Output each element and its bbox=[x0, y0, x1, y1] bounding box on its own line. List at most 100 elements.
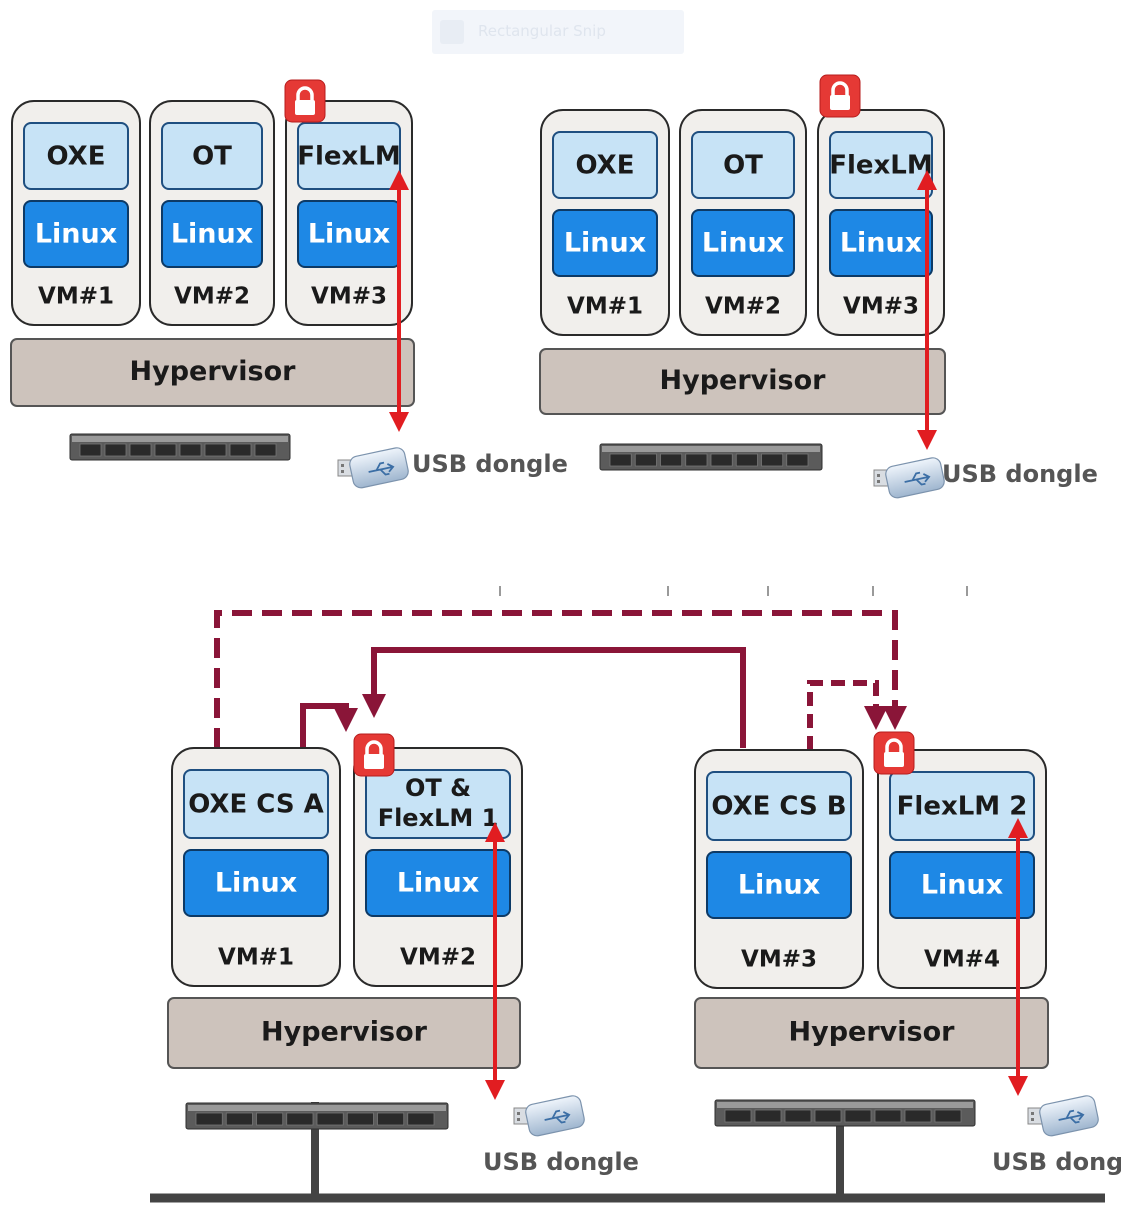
b-hypervisor-1-label: Hypervisor bbox=[261, 1017, 428, 1048]
tl-server-drive-bay bbox=[229, 443, 252, 457]
b-lock-icon-2-shackle bbox=[885, 738, 903, 753]
tr-lock-icon-shackle bbox=[831, 81, 849, 96]
b-server-2-drive-bay bbox=[724, 1109, 752, 1123]
b-usb-dongle-icon-2 bbox=[1027, 1095, 1099, 1137]
tr-lock-icon bbox=[819, 74, 861, 118]
b-lock-icon-2-body bbox=[884, 752, 904, 767]
tl-vm3-app-label: FlexLM bbox=[297, 142, 401, 172]
tr-hypervisor-label: Hypervisor bbox=[660, 365, 827, 396]
b-usb-dongle-icon-2-usb-icon bbox=[1058, 1109, 1085, 1124]
snip-icon bbox=[440, 20, 464, 44]
tl-vm1-app-box bbox=[23, 122, 129, 190]
b-server-1-drive-bay bbox=[286, 1112, 314, 1126]
tr-usb-dongle-icon-plug-pin bbox=[877, 480, 880, 483]
tr-server-top-strip bbox=[602, 446, 820, 452]
b-server-1-drive-bay bbox=[377, 1112, 405, 1126]
b-vm3-linux-label: Linux bbox=[738, 870, 820, 901]
b-server-2-drive-bay bbox=[934, 1109, 962, 1123]
b-hypervisor-2-label: Hypervisor bbox=[789, 1017, 956, 1048]
tr-vm2-app-box bbox=[691, 131, 795, 199]
tr-usb-dongle-icon-plug-pin bbox=[877, 474, 880, 477]
tr-server bbox=[599, 443, 823, 471]
b-vm1-vm-label: VM#1 bbox=[218, 945, 294, 971]
tr-lock-icon-body bbox=[830, 95, 850, 110]
b-vm2-linux-label: Linux bbox=[397, 868, 479, 899]
link-solid-csa-flexlm1 bbox=[300, 703, 358, 752]
b-server-1-drive-bay bbox=[195, 1112, 223, 1126]
tr-server-drive-bay bbox=[735, 453, 758, 467]
tr-usb-dongle-icon-body bbox=[885, 457, 945, 499]
tl-vm3-app-box bbox=[297, 122, 401, 190]
b-usb-dongle-icon-1-plug-pin bbox=[517, 1118, 520, 1121]
tl-server-drive-bay bbox=[179, 443, 202, 457]
b-hypervisor-1: Hypervisor bbox=[167, 997, 521, 1069]
tr-server-drive-bay bbox=[685, 453, 708, 467]
tl-usb-dongle-icon-plug-pin bbox=[341, 470, 344, 473]
b-vm2-app-box bbox=[365, 769, 511, 839]
diagram-top-right: OXELinuxVM#1OTLinuxVM#2FlexLMLinuxVM#3Hy… bbox=[539, 74, 1098, 499]
snip-watermark-label: Rectangular Snip bbox=[478, 22, 606, 40]
tl-server-drive-bay bbox=[104, 443, 127, 457]
tr-vm1-app-box bbox=[552, 131, 658, 199]
b-lock-icon-1-shackle bbox=[365, 740, 383, 755]
b-vm2-linux-box bbox=[365, 849, 511, 917]
tl-vm1-linux-label: Linux bbox=[35, 219, 117, 250]
tl-vm2-vm-label: VM#2 bbox=[174, 284, 250, 310]
b-server-1-drive-bay bbox=[316, 1112, 344, 1126]
b-server-1-drive-bay bbox=[346, 1112, 374, 1126]
tl-vm2-linux-label: Linux bbox=[171, 219, 253, 250]
tl-server-drive-bay bbox=[254, 443, 277, 457]
link-dashed-csa-flexlm2 bbox=[214, 610, 907, 748]
b-vm3-linux-box bbox=[706, 851, 852, 919]
b-server-2-drive-bay bbox=[784, 1109, 812, 1123]
b-usb-label-1: USB dongle bbox=[483, 1148, 639, 1176]
tl-server-top-strip bbox=[72, 436, 288, 442]
b-vm1-app-label: OXE CS A bbox=[188, 790, 324, 820]
tr-vm2-vm-label: VM#2 bbox=[705, 294, 781, 320]
b-hypervisor-1-bar bbox=[167, 997, 521, 1069]
link-solid-csb-flexlm1 bbox=[362, 647, 746, 748]
tl-server-drive-bay bbox=[129, 443, 152, 457]
tr-usb-dongle-icon-usb-icon bbox=[904, 471, 931, 486]
b-server-2-drive-bay bbox=[874, 1109, 902, 1123]
snip-watermark: Rectangular Snip bbox=[432, 10, 684, 54]
b-server-1-drive-bay bbox=[407, 1112, 435, 1126]
b-server-1-top-strip bbox=[188, 1105, 446, 1111]
b-vm4-linux-box bbox=[889, 851, 1035, 919]
b-usb-dongle-icon-1 bbox=[513, 1095, 585, 1137]
b-usb-dongle-icon-1-plug-pin bbox=[517, 1112, 520, 1115]
tl-server-drive-bay bbox=[154, 443, 177, 457]
tl-vm2-app-label: OT bbox=[192, 142, 232, 172]
tl-lock-icon-body bbox=[295, 100, 315, 115]
b-lock-icon-1 bbox=[353, 733, 395, 777]
tr-server-drive-bay bbox=[609, 453, 632, 467]
tl-usb-dongle-icon-usb-icon bbox=[368, 461, 395, 476]
tr-server-drive-bay bbox=[786, 453, 809, 467]
b-vm2-app-label-2: FlexLM 1 bbox=[378, 804, 499, 832]
b-vm4-app-label: FlexLM 2 bbox=[897, 792, 1028, 822]
b-vm1-linux-box bbox=[183, 849, 329, 917]
b-server-1-drive-bay bbox=[225, 1112, 253, 1126]
b-server-2-drive-bay bbox=[814, 1109, 842, 1123]
tl-usb-dongle-icon-plug-pin bbox=[341, 464, 344, 467]
b-usb-dongle-icon-1-body bbox=[525, 1095, 585, 1137]
b-vm4-app-box bbox=[889, 771, 1035, 841]
tl-usb-label: USB dongle bbox=[412, 450, 568, 478]
b-usb-dongle-icon-1-usb-icon bbox=[544, 1109, 571, 1124]
tr-vm3-app-label: FlexLM bbox=[829, 151, 933, 181]
b-vm4-vm-label: VM#4 bbox=[924, 947, 1000, 973]
tl-vm2-app-box bbox=[161, 122, 263, 190]
tr-vm3-vm-label: VM#3 bbox=[843, 294, 919, 320]
tl-hypervisor: Hypervisor bbox=[10, 338, 415, 407]
link-dashed-csb-flexlm2 bbox=[807, 680, 888, 750]
